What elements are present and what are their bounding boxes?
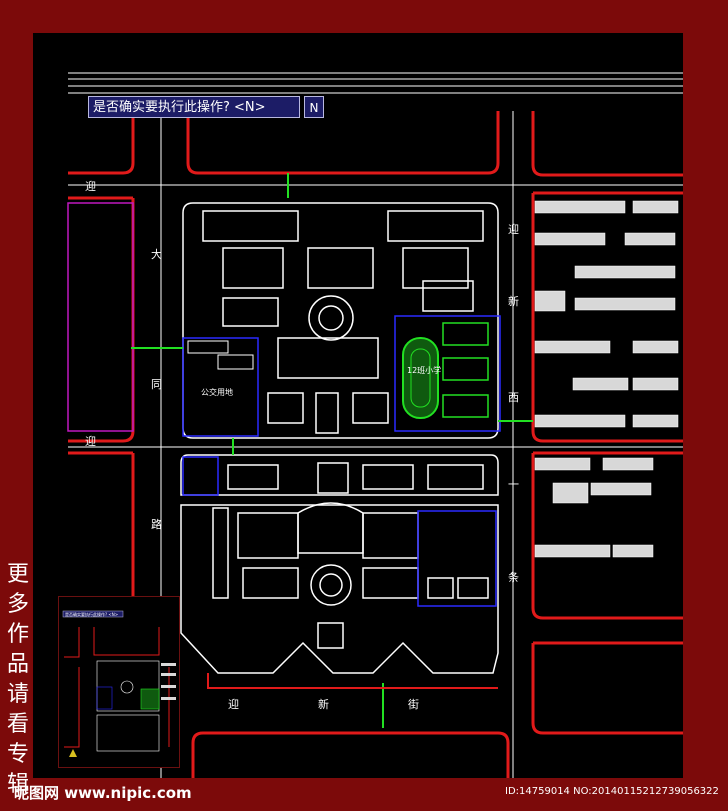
north-block bbox=[182, 202, 499, 439]
school-label: 12班小学 bbox=[407, 365, 441, 375]
south-road-label-3: 街 bbox=[408, 697, 419, 711]
east-road-label-4: 一 bbox=[508, 478, 519, 491]
north-road-label: 迎 bbox=[85, 180, 96, 193]
thumbnail-preview: 是否确实要执行此操作? <N> bbox=[58, 596, 180, 768]
image-id-stamp: ID:14759014 NO:20140115212739056322 bbox=[505, 786, 719, 797]
east-road-label-1: 迎 bbox=[508, 223, 519, 236]
green-connectors bbox=[131, 173, 533, 728]
street-labels: 大 同 路 迎 新 街 迎 新 西 一 条 迎 迎 公交用地 12班小学 bbox=[85, 180, 519, 711]
west-road-label-2: 同 bbox=[151, 378, 162, 391]
side-char: 品 bbox=[6, 652, 29, 677]
thumbnail-prompt: 是否确实要执行此操作? <N> bbox=[65, 611, 118, 617]
west-road-label-3: 路 bbox=[151, 518, 162, 531]
side-char: 看 bbox=[6, 712, 29, 737]
side-char: 更 bbox=[6, 562, 29, 587]
side-char: 专 bbox=[6, 742, 29, 767]
site-plan-drawing: 大 同 路 迎 新 街 迎 新 西 一 条 迎 迎 公交用地 12班小学 bbox=[67, 72, 683, 778]
middle-block bbox=[180, 454, 499, 496]
east-road-label-2: 新 bbox=[508, 294, 519, 308]
side-char: 请 bbox=[6, 682, 29, 707]
thumbnail-drawing: 是否确实要执行此操作? <N> bbox=[62, 610, 176, 757]
side-char: 作 bbox=[6, 622, 29, 647]
road-edge-lines bbox=[68, 111, 683, 778]
west-road-label-1: 大 bbox=[151, 247, 162, 261]
school-zone bbox=[394, 315, 501, 432]
side-char: 辑 bbox=[6, 772, 29, 797]
east-road-label-5: 条 bbox=[508, 570, 519, 584]
command-prompt: 是否确实要执行此操作? <N> bbox=[88, 96, 300, 118]
top-road-lines bbox=[68, 72, 683, 94]
site-watermark: 昵图网 www.nipic.com bbox=[14, 784, 192, 802]
south-road-label-1: 迎 bbox=[228, 698, 239, 711]
south-road-label-2: 新 bbox=[318, 697, 329, 711]
south-curb bbox=[207, 673, 498, 689]
bus-yard-label: 公交用地 bbox=[201, 387, 233, 397]
east-buildings bbox=[534, 200, 679, 558]
side-vertical-text: 更 多 作 品 请 看 专 辑 bbox=[6, 560, 30, 800]
command-input[interactable]: N bbox=[304, 96, 324, 118]
side-char: 多 bbox=[6, 592, 29, 617]
east-road-label-3: 西 bbox=[508, 391, 519, 404]
bus-yard-zone bbox=[182, 337, 259, 437]
mid-road-label: 迎 bbox=[85, 435, 96, 448]
south-block bbox=[180, 502, 499, 674]
west-parcel bbox=[67, 202, 134, 432]
